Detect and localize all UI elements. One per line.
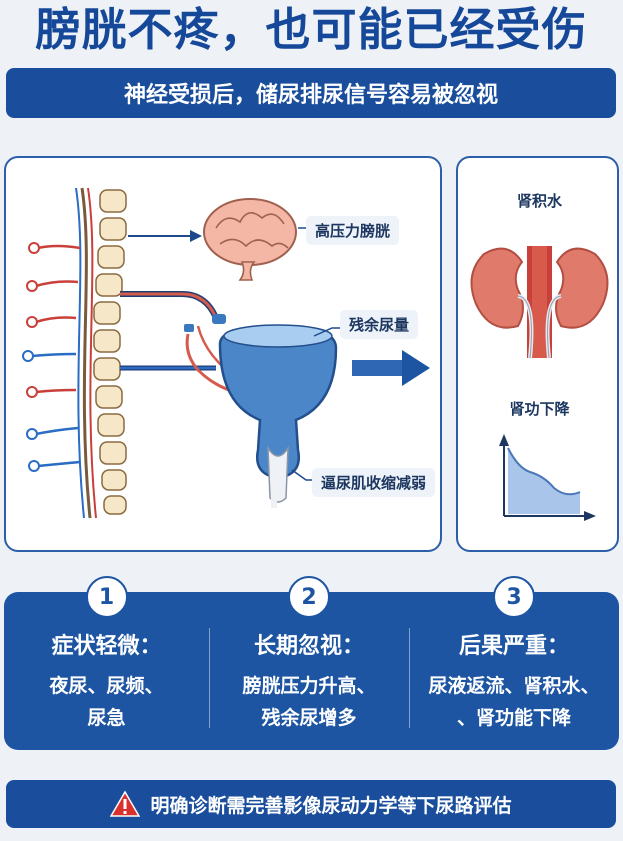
bladder-icon [218,324,338,508]
diagram-illustration [22,187,430,519]
stage-line: 尿急 [87,707,126,729]
callout-detrusor-weak: 逼尿肌收缩减弱 [312,468,436,497]
subtitle-banner: 神经受损后，储尿排尿信号容易被忽视 [6,68,616,118]
stage-number: 2 [288,576,330,618]
callout-high-pressure-bladder: 高压力膀胱 [306,216,400,245]
stage-heading: 长期忽视： [253,634,364,659]
warning-icon [110,790,141,817]
stage-line: 尿液返流、肾积水、 [428,675,600,697]
divider [209,628,210,728]
function-decline-chart-icon [499,434,596,521]
footer-warning-banner: 明确诊断需完善影像尿动力学等下尿路评估 [6,780,616,828]
callout-residual-urine: 残余尿量 [340,310,419,339]
stage-line: 、肾功能下降 [456,707,571,729]
footer-text: 明确诊断需完善影像尿动力学等下尿路评估 [150,794,512,817]
stage-description: 膀胱压力升高、 残余尿增多 [215,670,403,734]
kidney-outcome-panel: 肾积水 肾功下降 [456,156,619,552]
stage-description: 尿液返流、肾积水、 、肾功能下降 [415,670,613,734]
page-title: 膀胱不疼，也可能已经受伤 [35,3,588,56]
stage-number: 1 [85,576,128,618]
stage-3: 3 后果严重： 尿液返流、肾积水、 、肾功能下降 [409,576,619,750]
stage-1: 1 症状轻微： 夜尿、尿频、 尿急 [4,576,209,750]
brain-icon [203,198,297,281]
stage-heading: 后果严重： [458,634,569,659]
divider [409,628,410,728]
nerve-bladder-diagram: 高压力膀胱 残余尿量 逼尿肌收缩减弱 [4,156,442,552]
kidney-illustration [470,246,609,521]
stage-line: 夜尿、尿频、 [49,675,164,697]
stage-description: 夜尿、尿频、 尿急 [10,670,203,734]
stage-2: 2 长期忽视： 膀胱压力升高、 残余尿增多 [209,576,409,750]
kidney-label: 肾积水 [516,192,562,210]
subtitle-text: 神经受损后，储尿排尿信号容易被忽视 [123,83,498,108]
kidney-icon [470,246,609,359]
stage-line: 残余尿增多 [261,707,357,729]
stage-line: 膀胱压力升高、 [242,675,376,697]
function-decline-label: 肾功下降 [509,400,570,418]
spine-icon [22,187,127,519]
stage-heading: 症状轻微： [51,634,162,659]
stage-number: 3 [493,576,535,618]
stages-band: 1 症状轻微： 夜尿、尿频、 尿急 2 长期忽视： 膀胱压力升高、 残余尿增多 … [4,576,619,750]
